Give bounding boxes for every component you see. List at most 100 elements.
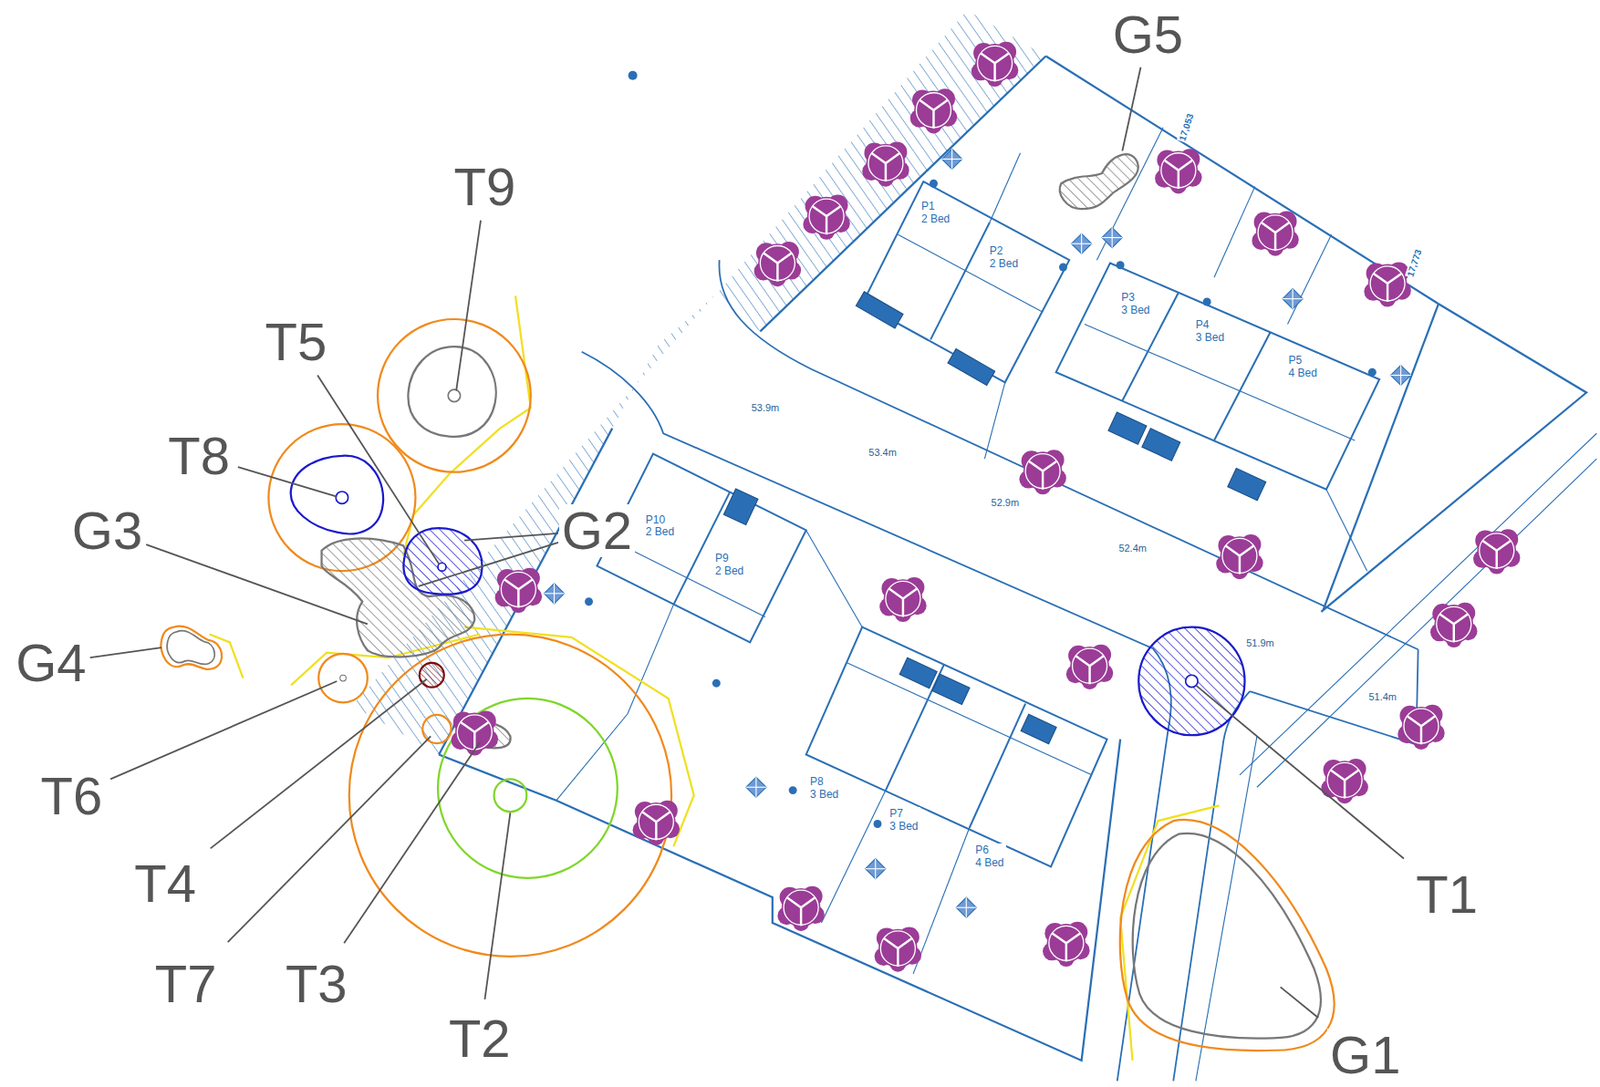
leader-line [1122,67,1141,152]
tree-callout: G4 [12,636,89,690]
proposed-tree [1018,449,1066,495]
leader-line [110,681,337,780]
lamp-symbol [1070,233,1091,254]
solar-panel [855,291,904,329]
plot-line [612,540,766,618]
bedroom-count: 2 Bed [715,565,744,579]
tree-constraint [437,562,447,572]
proposed-tree [1473,529,1520,574]
tree-callout: T4 [131,857,199,911]
service-point [1116,260,1125,270]
solar-panel [899,657,937,688]
service-point [1203,298,1212,307]
tree-constraint [290,456,384,535]
tree-constraint [1132,833,1321,1039]
tree-constraint [1059,154,1139,209]
level-dimension: 53.9m [749,402,782,414]
road-edge [1249,691,1416,745]
house-block [930,222,990,341]
road-edge [1239,433,1597,776]
tree-constraint [1138,627,1245,737]
boundary-dimension: 17,773 [1404,247,1424,279]
tree-constraint [1120,820,1335,1051]
leader-line [484,812,510,1000]
tree-constraint [160,154,1334,1061]
proposed-tree [971,41,1019,87]
plot-number: P1 [921,200,950,214]
bedroom-count: 4 Bed [1288,367,1318,381]
lamp-symbol [543,148,1411,918]
tree-callout: T7 [152,957,220,1011]
plot-label: P83 Bed [808,775,841,803]
service-point [929,179,938,188]
bedroom-count: 2 Bed [645,526,675,540]
plot-number: P10 [645,514,675,528]
solar-panel [1142,428,1181,461]
level-dimension: 52.4m [1116,542,1149,554]
bedroom-count: 3 Bed [1195,332,1225,345]
level-dimension: 53.4m [866,446,899,458]
lamp-symbol [865,859,886,880]
bedroom-count: 2 Bed [989,258,1019,271]
plot-label: P33 Bed [1119,290,1152,319]
lamp-symbol [1101,227,1123,248]
leader-line [145,544,368,624]
proposed-tree [633,800,680,846]
site-boundary [1045,56,1587,613]
road-edge [718,259,1418,650]
plot-number: P3 [1121,291,1150,305]
bedroom-count: 4 Bed [975,857,1004,871]
proposed-tree [1251,210,1299,256]
plot-number: P7 [889,808,918,821]
plot-line [556,127,1368,975]
tree-constraint [349,634,672,957]
house-block [969,704,1027,829]
tree-constraint [318,654,368,704]
lamp-symbol [941,148,962,169]
plot-label: P73 Bed [887,807,920,835]
house-block [673,492,730,605]
level-dimension: 52.9m [989,497,1022,509]
plot-line [846,663,1091,776]
leader-line [456,220,481,392]
tree-callout: T2 [446,1012,514,1066]
road-edge [1173,691,1250,1081]
tree-callout: T5 [262,315,331,369]
plot-line [1287,234,1331,324]
plot-line [897,234,1043,312]
proposed-tree [1066,644,1113,690]
proposed-tree [777,886,824,932]
proposed-tree [802,195,850,240]
plot-line [1326,489,1368,572]
plot-line [1214,187,1256,279]
tree-callout: G3 [69,504,146,558]
plot-label: P22 Bed [987,244,1020,272]
road-edge [1257,458,1597,788]
lamp-symbol [746,777,767,798]
leader-line [464,533,559,541]
service-point [584,71,1377,829]
tree-callout: G5 [1110,8,1186,62]
solar-panel [1108,412,1147,445]
tree-callout: T3 [282,957,351,1011]
tree-callout: T9 [451,160,520,214]
proposed-tree [910,88,957,134]
site-boundary [438,739,1121,1061]
plot-number: P8 [810,776,839,790]
leader-line [238,467,337,497]
lamp-symbol [1390,364,1411,385]
tree-callout: G1 [1327,1028,1403,1082]
tree-constraint [377,319,531,473]
proposed-tree [879,577,926,623]
proposed-tree [1215,534,1263,580]
tree-callout: T6 [37,769,105,823]
service-point [873,820,883,829]
lamp-symbol [543,583,564,604]
house-block [806,627,1108,868]
tree-callout: T1 [1412,868,1481,922]
leader-line [317,374,439,564]
house-block [1056,262,1380,489]
service-point [628,71,638,81]
tree-constraint [437,698,618,879]
